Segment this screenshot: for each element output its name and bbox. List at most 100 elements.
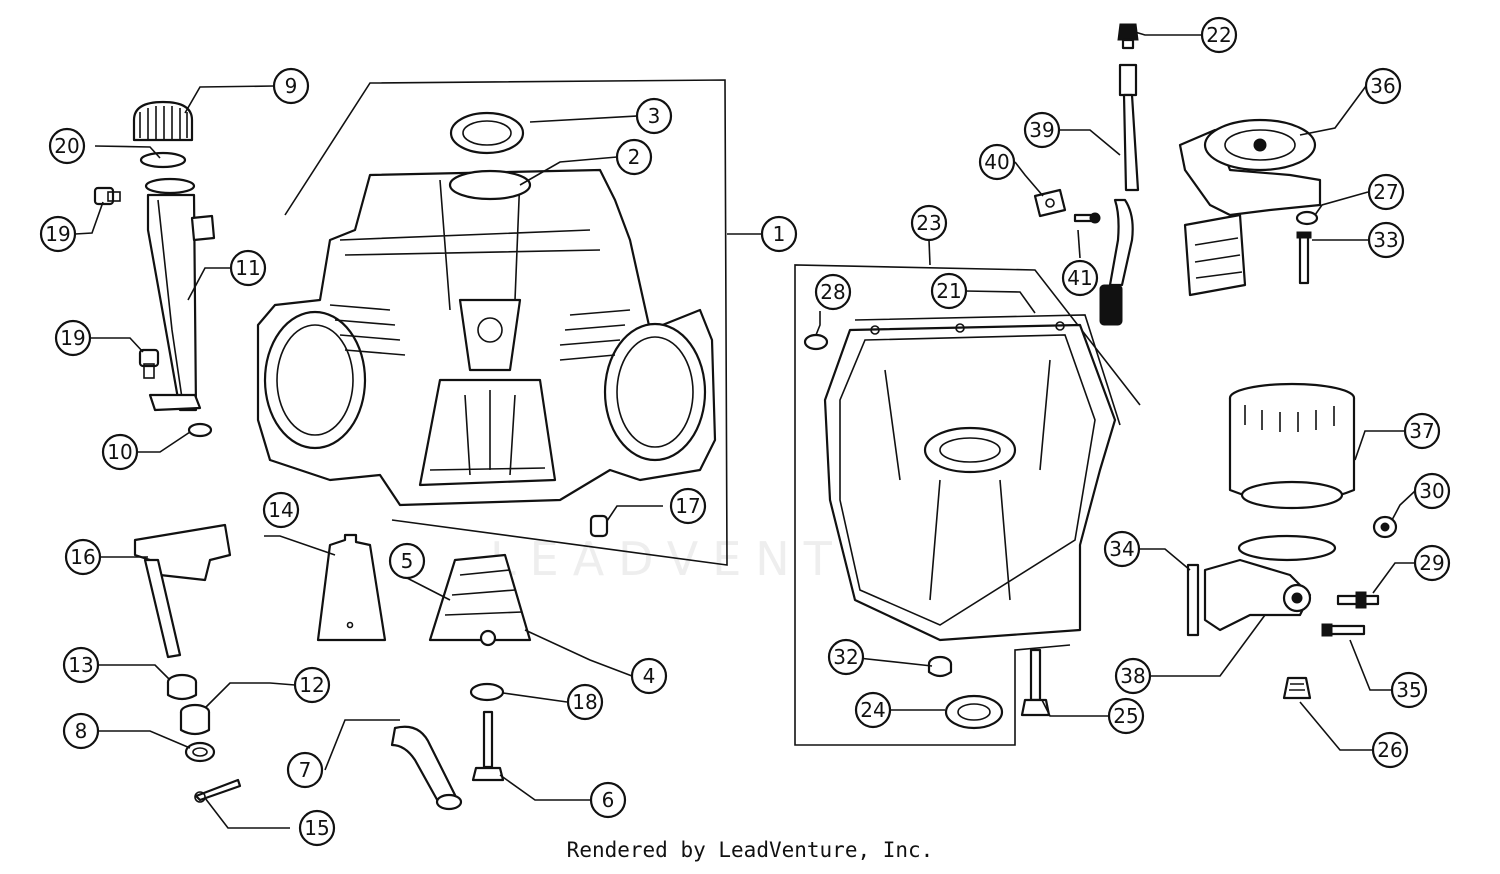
oil-pickup-housing-part [428, 553, 532, 647]
callout-label: 30 [1419, 479, 1444, 503]
seal-part [184, 741, 216, 763]
callout-label: 20 [54, 134, 79, 158]
dowel-pin-part [589, 514, 609, 538]
callout-41: 41 [1061, 259, 1099, 297]
callout-19-lower: 19 [54, 319, 92, 357]
callout-label: 5 [401, 549, 414, 573]
callout-10: 10 [101, 433, 139, 471]
crankcase-assembly-frame [284, 79, 728, 566]
callout-label: 10 [107, 440, 132, 464]
washer-part [187, 422, 213, 438]
oil-filter-adapter-part [1203, 534, 1337, 632]
callout-6: 6 [589, 781, 627, 819]
oil-filter-part [1228, 382, 1356, 510]
callout-label: 41 [1067, 266, 1092, 290]
callout-label: 17 [675, 494, 700, 518]
callout-29: 29 [1413, 544, 1451, 582]
callout-label: 26 [1377, 738, 1402, 762]
seal-ring-part [449, 111, 525, 155]
oil-pump-part [1178, 118, 1322, 217]
callout-label: 29 [1419, 551, 1444, 575]
callout-27: 27 [1367, 173, 1405, 211]
callout-7: 7 [286, 751, 324, 789]
oil-line-part [1099, 63, 1140, 326]
crankcase-part [256, 168, 717, 507]
callout-label: 6 [602, 788, 615, 812]
seal-strip-part [1186, 563, 1200, 637]
leader-lines [74, 31, 1416, 829]
callout-label: 19 [60, 326, 85, 350]
callout-21: 21 [930, 272, 968, 310]
callout-label: 7 [299, 758, 312, 782]
callout-label: 14 [268, 498, 293, 522]
callout-label: 36 [1370, 74, 1395, 98]
callout-label: 33 [1373, 228, 1398, 252]
plug-part [93, 186, 121, 206]
callout-label: 37 [1409, 419, 1434, 443]
callout-9: 9 [272, 67, 310, 105]
bushing-part [166, 673, 198, 701]
bolt-part [471, 710, 505, 782]
cotter-pin-part [194, 778, 242, 803]
callout-label: 39 [1029, 118, 1054, 142]
bushing-part [927, 655, 953, 678]
credit-footer: Rendered by LeadVenture, Inc. [566, 838, 934, 862]
callout-15: 15 [298, 809, 336, 847]
valve-part [1282, 676, 1312, 700]
callout-20: 20 [48, 127, 86, 165]
callout-label: 13 [68, 653, 93, 677]
callout-33: 33 [1367, 221, 1405, 259]
sleeve-part [179, 703, 211, 736]
callout-38: 38 [1114, 657, 1152, 695]
callout-label: 2 [628, 145, 641, 169]
callout-label: 32 [833, 645, 858, 669]
callout-label: 3 [648, 104, 661, 128]
callout-3: 3 [635, 97, 673, 135]
callout-label: 18 [572, 690, 597, 714]
baffle-part [316, 533, 387, 642]
dipstick-cap-part [132, 100, 194, 142]
callout-18: 18 [566, 683, 604, 721]
callout-label: 9 [285, 74, 298, 98]
callout-28: 28 [814, 273, 852, 311]
callout-label: 4 [643, 664, 656, 688]
callout-13: 13 [62, 646, 100, 684]
crankcase-cover-assembly-frame [794, 264, 1141, 746]
callout-19-upper: 19 [39, 215, 77, 253]
callout-22: 22 [1200, 16, 1238, 54]
gasket-part [854, 314, 1121, 426]
o-ring-part [469, 682, 505, 702]
screw-part [1296, 231, 1312, 285]
callout-label: 27 [1373, 180, 1398, 204]
governor-shaft-part [133, 523, 232, 659]
callout-23: 23 [910, 204, 948, 242]
callout-label: 40 [984, 150, 1009, 174]
oil-seal-part [944, 694, 1004, 730]
callout-26: 26 [1371, 731, 1409, 769]
callout-label: 21 [936, 279, 961, 303]
nut-part [1372, 515, 1398, 539]
callout-label: 38 [1120, 664, 1145, 688]
callout-label: 11 [235, 256, 260, 280]
crankcase-cover-part [823, 323, 1117, 642]
callout-16: 16 [64, 538, 102, 576]
callout-35: 35 [1390, 671, 1428, 709]
callout-34: 34 [1103, 530, 1141, 568]
callout-label: 19 [45, 222, 70, 246]
oil-screen-part [1183, 213, 1247, 297]
callout-label: 22 [1206, 23, 1231, 47]
callout-5: 5 [388, 542, 426, 580]
callout-1: 1 [760, 215, 798, 253]
callout-32: 32 [827, 638, 865, 676]
callout-37: 37 [1403, 412, 1441, 450]
bolt-part [1321, 623, 1366, 637]
callout-11: 11 [229, 249, 267, 287]
callout-label: 25 [1113, 704, 1138, 728]
callout-17: 17 [669, 487, 707, 525]
callout-label: 23 [916, 211, 941, 235]
plug-part [138, 348, 160, 379]
fitting-part [1336, 591, 1380, 609]
callout-8: 8 [62, 712, 100, 750]
callout-25: 25 [1107, 697, 1145, 735]
